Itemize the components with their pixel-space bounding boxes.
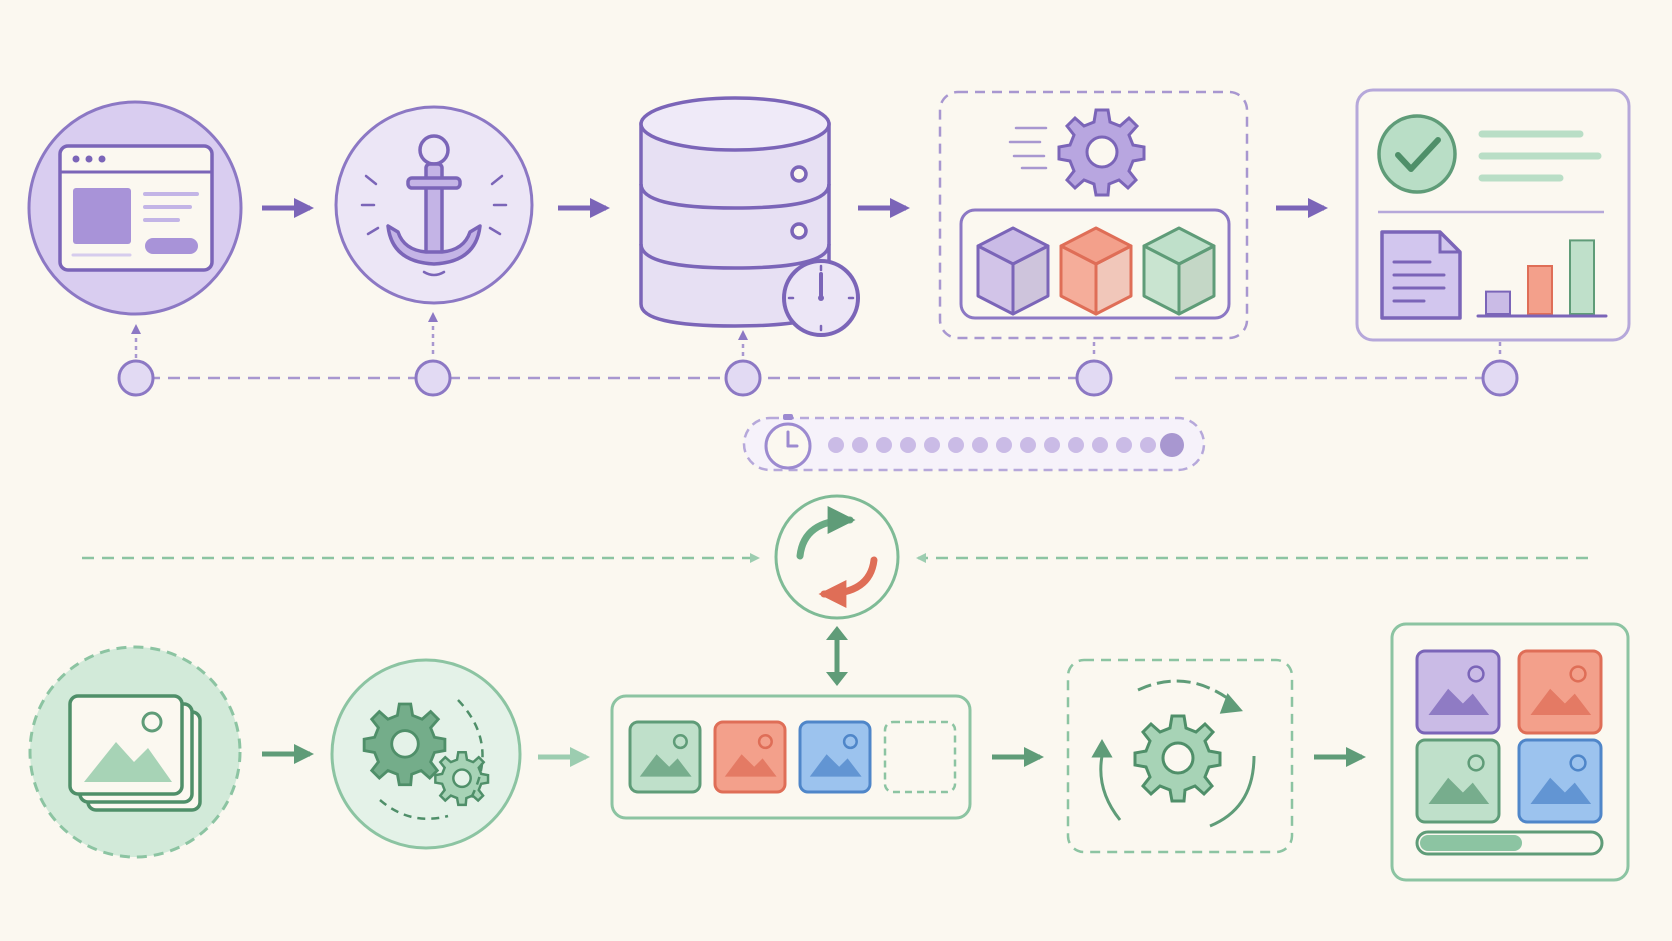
- cube-purple-icon: [976, 226, 1050, 316]
- image-row-tiles: [628, 720, 957, 794]
- timer-dot: [1160, 433, 1184, 457]
- gallery-image-purple-icon: [1415, 649, 1501, 735]
- gallery-image-green-icon: [1415, 738, 1501, 824]
- image-stack-icon: [68, 694, 202, 812]
- timeline-node-3: [724, 359, 762, 397]
- cube-coral-icon: [1059, 226, 1133, 316]
- browser-window-icon: [58, 144, 214, 272]
- cube-group: [976, 226, 1216, 316]
- processing-node: [938, 90, 1249, 340]
- sync-hub: [774, 494, 900, 620]
- speed-lines: [1008, 126, 1048, 170]
- timeline-node-5: [1481, 359, 1519, 397]
- timer-dot: [1020, 437, 1036, 453]
- anchor-sparkle-lines: [360, 174, 508, 277]
- timer-dot: [948, 437, 964, 453]
- image-blue-icon: [798, 720, 872, 794]
- stopwatch-small-icon: [764, 414, 812, 470]
- timer-dot: [1044, 437, 1060, 453]
- gears-node: [330, 658, 522, 850]
- image-coral-icon: [713, 720, 787, 794]
- timer-dot: [924, 437, 940, 453]
- cube-green-icon: [1142, 226, 1216, 316]
- timer-dot: [852, 437, 868, 453]
- timer-dot: [1092, 437, 1108, 453]
- timer-dot: [1068, 437, 1084, 453]
- gear-icon: [1057, 108, 1146, 197]
- image-empty-icon: [883, 720, 957, 794]
- timer-dot: [828, 437, 844, 453]
- timer-dot: [1140, 437, 1156, 453]
- report-bar: [1569, 239, 1595, 315]
- timer-dot: [1116, 437, 1132, 453]
- rotation-arrows: [1091, 679, 1256, 828]
- timeline-node-4: [1075, 359, 1113, 397]
- sync-arrows-icon: [796, 506, 878, 608]
- report-bar: [1485, 290, 1511, 316]
- gallery-image-coral-icon: [1517, 649, 1603, 735]
- document-icon: [1380, 230, 1462, 320]
- timer-dots: [828, 433, 1184, 457]
- bar-chart-icon: [1485, 239, 1595, 316]
- database-icon: [639, 96, 831, 328]
- connector-arrowheads: [131, 312, 748, 340]
- report-summary-lines: [1478, 130, 1602, 182]
- report-node: [1355, 88, 1631, 342]
- gallery-image-blue-icon: [1517, 738, 1603, 824]
- anchor-node: [334, 105, 534, 305]
- image-gallery-node: [1390, 622, 1630, 882]
- stopwatch-icon: [782, 259, 860, 337]
- image-stack-node: [28, 645, 242, 859]
- timer-dot: [996, 437, 1012, 453]
- database-node: [639, 96, 860, 337]
- timeline-node-2: [414, 359, 452, 397]
- gear-icon: [1133, 714, 1222, 803]
- timer-progress-pill: [742, 414, 1206, 472]
- timeline-nodes: [117, 359, 1519, 397]
- browser-window-node: [27, 100, 243, 316]
- image-grid-icon: [1415, 649, 1603, 824]
- image-row-node: [610, 694, 972, 820]
- timer-dot: [876, 437, 892, 453]
- checkmark-icon: [1377, 114, 1457, 194]
- timeline-node-1: [117, 359, 155, 397]
- rotating-gear-node: [1066, 658, 1294, 854]
- anchor-icon: [386, 134, 482, 266]
- timer-dot: [900, 437, 916, 453]
- report-bar: [1527, 265, 1553, 315]
- gears-icon: [362, 699, 490, 820]
- timer-dot: [972, 437, 988, 453]
- progress-fill: [1420, 835, 1523, 851]
- image-green-icon: [628, 720, 702, 794]
- sync-vertical-connector: [826, 626, 848, 686]
- gallery-progress-bar: [1415, 830, 1604, 856]
